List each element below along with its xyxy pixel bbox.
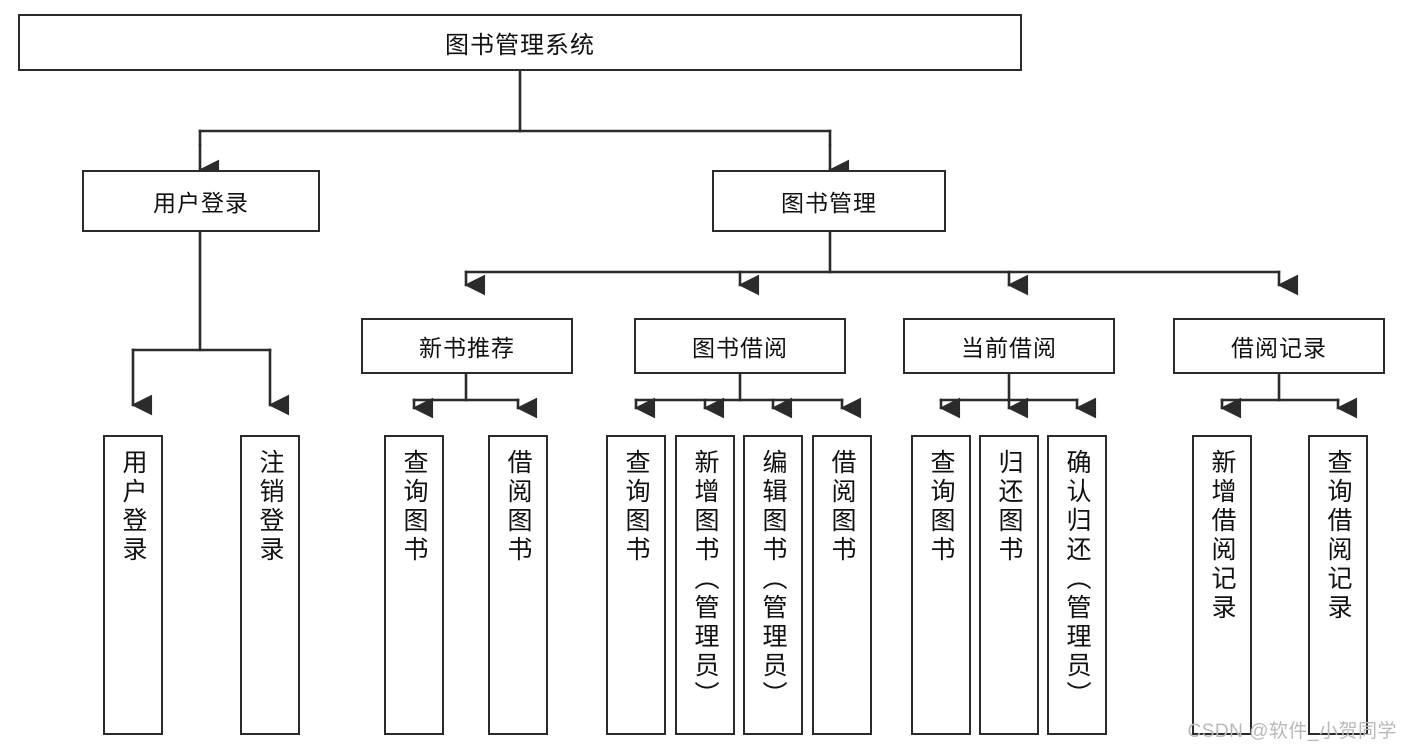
leaf-borrow-book-recommendation[interactable]: 借阅图书 <box>488 435 548 735</box>
leaf-query-book-borrowing[interactable]: 查询图书 <box>606 435 666 735</box>
leaf-add-borrow-record[interactable]: 新增借阅记录 <box>1192 435 1252 735</box>
leaf-edit-book-admin[interactable]: 编辑图书（管理员） <box>743 435 803 735</box>
leaf-confirm-return-admin[interactable]: 确认归还（管理员） <box>1047 435 1107 735</box>
leaf-user-login[interactable]: 用户登录 <box>103 435 163 735</box>
node-label: 查询借阅记录 <box>1324 449 1352 623</box>
node-label: 图书管理系统 <box>445 32 595 59</box>
leaf-logout[interactable]: 注销登录 <box>240 435 300 735</box>
node-new-book-recommendation[interactable]: 新书推荐 <box>361 318 573 374</box>
node-label: 借阅图书 <box>828 449 856 565</box>
leaf-add-book-admin[interactable]: 新增图书（管理员） <box>675 435 735 735</box>
csdn-watermark: CSDN @软件_小贺同学 <box>1187 721 1397 742</box>
node-label: 新书推荐 <box>419 335 515 361</box>
node-label: 借阅图书 <box>504 449 532 565</box>
node-book-management[interactable]: 图书管理 <box>712 170 946 232</box>
node-label: 编辑图书（管理员） <box>759 449 787 710</box>
node-current-borrowing[interactable]: 当前借阅 <box>903 318 1115 374</box>
node-label: 当前借阅 <box>961 335 1057 361</box>
node-label: 用户登录 <box>153 190 249 216</box>
node-root-book-management-system[interactable]: 图书管理系统 <box>18 14 1022 71</box>
leaf-query-borrow-record[interactable]: 查询借阅记录 <box>1308 435 1368 735</box>
leaf-query-book-recommendation[interactable]: 查询图书 <box>384 435 444 735</box>
node-label: 查询图书 <box>622 449 650 565</box>
node-label: 查询图书 <box>927 449 955 565</box>
node-label: 归还图书 <box>995 449 1023 565</box>
leaf-query-book-current[interactable]: 查询图书 <box>911 435 971 735</box>
node-book-borrowing[interactable]: 图书借阅 <box>634 318 846 374</box>
node-user-login[interactable]: 用户登录 <box>82 170 320 232</box>
leaf-return-book[interactable]: 归还图书 <box>979 435 1039 735</box>
node-label: 新增图书（管理员） <box>691 449 719 710</box>
node-label: 借阅记录 <box>1231 335 1327 361</box>
node-label: 图书借阅 <box>692 335 788 361</box>
node-label: 新增借阅记录 <box>1208 449 1236 623</box>
node-label: 注销登录 <box>256 449 284 565</box>
node-label: 用户登录 <box>119 449 147 565</box>
leaf-borrow-book-borrowing[interactable]: 借阅图书 <box>812 435 872 735</box>
node-label: 图书管理 <box>781 190 877 216</box>
node-borrow-records[interactable]: 借阅记录 <box>1173 318 1385 374</box>
node-label: 查询图书 <box>400 449 428 565</box>
node-label: 确认归还（管理员） <box>1063 449 1091 710</box>
